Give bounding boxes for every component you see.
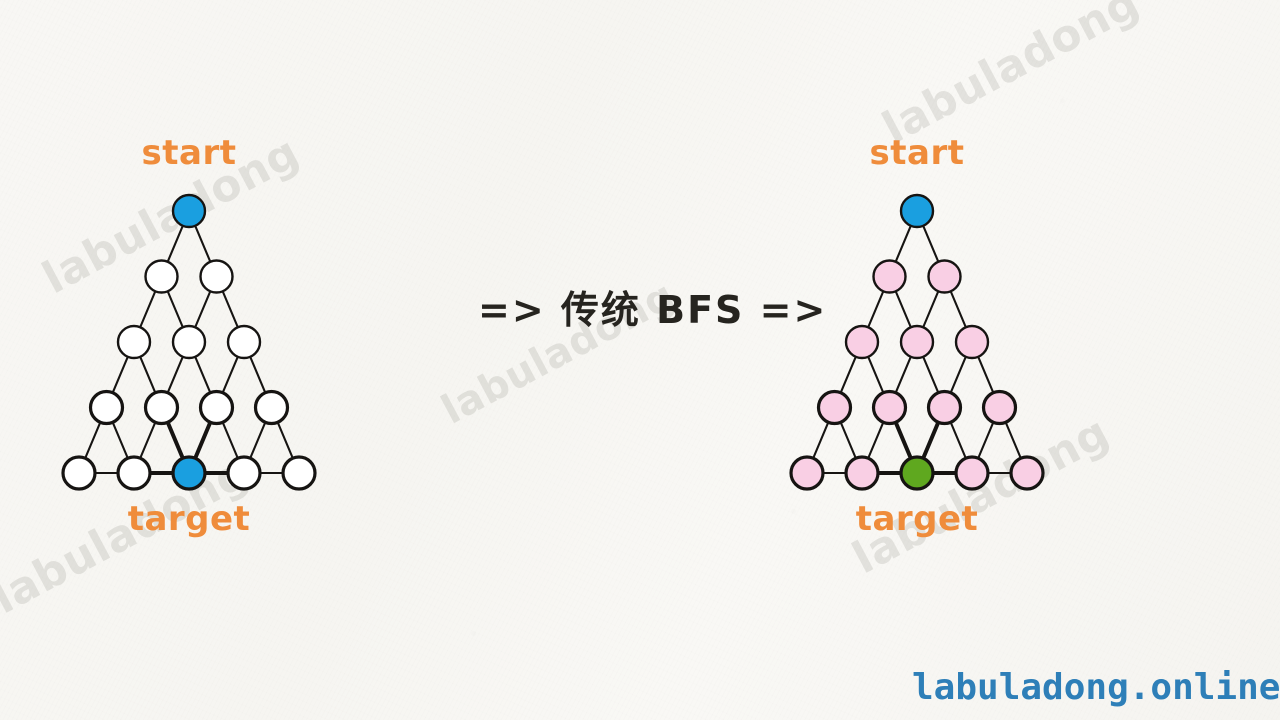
graph-node-visited[interactable]: [926, 389, 963, 426]
graph-node-start[interactable]: [171, 193, 207, 229]
graph-node-unvisited[interactable]: [116, 455, 152, 491]
graph-node-visited[interactable]: [872, 259, 907, 294]
graph-node-unvisited[interactable]: [199, 259, 234, 294]
graph-node-visited[interactable]: [954, 324, 990, 360]
graph-node-unvisited[interactable]: [226, 324, 262, 360]
graph-node-unvisited[interactable]: [144, 259, 179, 294]
graph-node-target[interactable]: [899, 455, 935, 491]
traditional-bfs-before: [61, 193, 317, 491]
site-url-label: labuladong.online: [912, 667, 1280, 708]
graph-node-visited[interactable]: [899, 324, 935, 360]
target-label: target: [855, 499, 979, 539]
graph-node-visited[interactable]: [981, 389, 1018, 426]
graph-node-unvisited[interactable]: [281, 455, 317, 491]
traditional-bfs-after: [789, 193, 1045, 491]
transition-label: => 传统 BFS =>: [478, 288, 828, 332]
graph-node-unvisited[interactable]: [226, 455, 262, 491]
graph-node-visited[interactable]: [954, 455, 990, 491]
graph-node-unvisited[interactable]: [116, 324, 152, 360]
graph-node-unvisited[interactable]: [61, 455, 97, 491]
graph-node-visited[interactable]: [844, 455, 880, 491]
graph-node-visited[interactable]: [871, 389, 908, 426]
graph-node-unvisited[interactable]: [198, 389, 235, 426]
graph-node-visited[interactable]: [789, 455, 825, 491]
graph-node-visited[interactable]: [927, 259, 962, 294]
graph-node-target[interactable]: [171, 455, 207, 491]
start-label: start: [869, 133, 965, 173]
graph-node-unvisited[interactable]: [253, 389, 290, 426]
watermark-text: labuladong: [874, 0, 1148, 155]
node-group: [789, 193, 1045, 491]
start-label: start: [141, 133, 237, 173]
graph-node-unvisited[interactable]: [143, 389, 180, 426]
graph-node-visited[interactable]: [1009, 455, 1045, 491]
graph-node-visited[interactable]: [816, 389, 853, 426]
target-label: target: [127, 499, 251, 539]
graph-node-start[interactable]: [899, 193, 935, 229]
graph-node-unvisited[interactable]: [88, 389, 125, 426]
node-group: [61, 193, 317, 491]
graph-node-visited[interactable]: [844, 324, 880, 360]
graph-node-unvisited[interactable]: [171, 324, 207, 360]
